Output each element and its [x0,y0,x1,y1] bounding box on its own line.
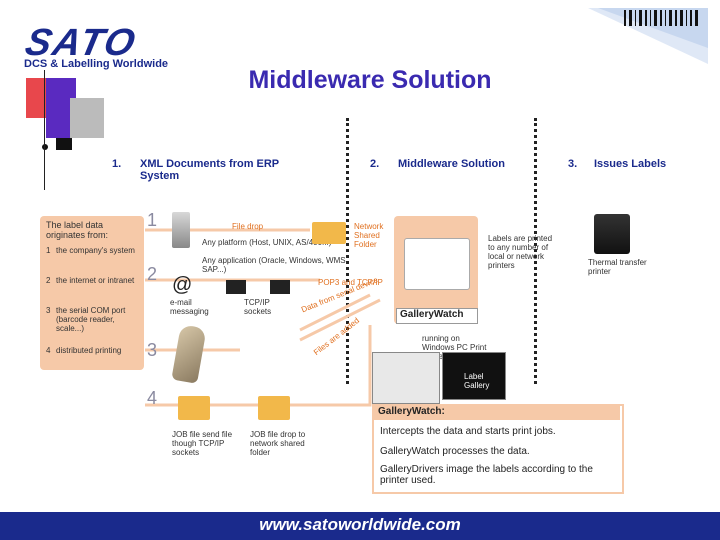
label-gallery-text: Label Gallery [464,372,490,390]
step-1-label: XML Documents from ERP System [140,158,279,182]
step-3-label: Issues Labels [594,158,667,170]
network-folder-label: Network Shared Folder [354,222,384,249]
step-1-num: 1. [112,158,122,170]
at-icon: @ [172,274,193,296]
printer-icon [594,214,630,254]
any-application-label: Any application (Oracle, Windows, WMS, S… [202,256,348,274]
row-num-1: 1 [147,210,158,230]
row-num-2: 2 [147,264,158,284]
left-item-4-num: 4 [46,346,51,355]
gallerywatch-line-3: GalleryDrivers image the labels accordin… [380,464,593,486]
page-title: Middleware Solution [248,66,492,94]
file-drop-label: File drop [232,222,264,231]
left-item-2-text: the internet or intranet [56,276,135,285]
gallerywatch-line-2: GalleryWatch processes the data. [380,446,530,457]
printer-label: Thermal transfer printer [588,258,647,276]
tcpip-label: TCP/IP sockets [244,298,272,316]
left-item-1-num: 1 [46,246,51,255]
server-icon [172,212,190,248]
left-panel-heading: The label data originates from: [46,220,109,240]
monitor-icon-1 [226,280,246,294]
left-item-2-num: 2 [46,276,51,285]
job-folder-icon-2 [258,396,290,420]
separator-2 [534,118,537,384]
software-screenshot [372,352,440,404]
barcode-icon [588,8,708,64]
email-label: e-mail messaging [170,298,209,316]
folder-icon [312,222,346,244]
step-2-num: 2. [370,158,380,170]
decor-gray-square [70,98,104,138]
footer-bar [0,512,720,540]
decor-dot [42,144,48,150]
monitor-icon-2 [270,280,290,294]
job-folder-icon-1 [178,396,210,420]
job-file-1-label: JOB file send file though TCP/IP sockets [172,430,233,457]
barcode-graphic [588,8,708,64]
decor-vline [44,70,45,190]
tagline: DCS & Labelling Worldwide [24,58,169,70]
connector-lines [145,228,381,407]
job-file-2-label: JOB file drop to network shared folder [250,430,306,457]
left-item-4-text: distributed printing [56,346,122,355]
left-item-3-num: 3 [46,306,51,315]
step-2-label: Middleware Solution [398,158,505,170]
gallerywatch-label: GalleryWatch [400,309,464,320]
left-item-3-text: the serial COM port (barcode reader, sca… [56,306,126,333]
any-platform-label: Any platform (Host, UNIX, AS/400...) [202,238,332,247]
row-num-3: 3 [147,340,158,360]
left-panel [40,216,144,370]
left-item-1-text: the company's system [56,246,135,255]
gallerywatch-badge [396,308,478,324]
row-num-4: 4 [147,388,158,408]
separator-1 [346,118,349,384]
gallerywatch-panel-header [374,406,620,420]
label-stack-icon [404,238,470,290]
step-3-num: 3. [568,158,578,170]
labels-printed-label: Labels are printed to any number of loca… [488,234,553,270]
gallerywatch-line-1: Intercepts the data and starts print job… [380,426,556,437]
footer-url[interactable]: www.satoworldwide.com [259,515,461,534]
pop3-label: POP3 and TCP/IP [318,278,383,287]
label-gallery-box [442,352,506,400]
gallerywatch-panel-title: GalleryWatch: [378,406,445,417]
decor-black-square [56,138,72,150]
